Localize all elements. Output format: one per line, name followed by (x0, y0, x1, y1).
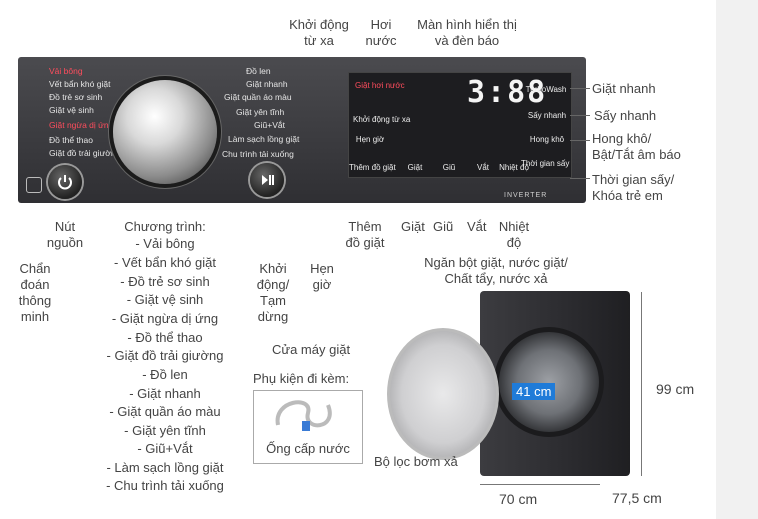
time-readout: 3:88 (467, 75, 548, 110)
quick-dry-label: Sấy nhanh (594, 108, 657, 123)
depth-dim: 77,5 cm (612, 490, 662, 506)
program-item: - Đồ thể thao (127, 330, 203, 345)
panel-program-giu-vat: Giũ+Vắt (254, 120, 285, 130)
leader-line (570, 140, 590, 141)
panel-program-tre-so-sinh: Đồ trẻ sơ sinh (49, 92, 103, 102)
height-dim: 99 cm (656, 381, 695, 397)
rinse-label: Giũ (433, 219, 454, 234)
leader-line (570, 88, 590, 89)
panel-program-giat-nhanh: Giặt nhanh (246, 79, 288, 89)
quick-wash-label: Giặt nhanh (592, 81, 656, 96)
side-panel (716, 0, 758, 519)
filter-label: Bộ lọc bơm xả (374, 454, 458, 469)
detergent-label: Ngăn bột giặt, nước giặt/ Chất tẩy, nước… (424, 255, 568, 286)
panel-program-ngua-di-ung: Giặt ngừa dị ứng (49, 120, 114, 130)
drum (494, 327, 604, 437)
width-dim-line (480, 484, 600, 485)
program-item: - Đồ len (142, 367, 188, 382)
wash-label: Giặt (401, 219, 425, 234)
drying-button[interactable]: Hong khô (529, 135, 565, 144)
spin-label: Vắt (467, 219, 487, 234)
panel-program-tai-xuong: Chu trình tải xuống (222, 149, 294, 159)
display-label: Màn hình hiển thị và đèn báo (417, 17, 517, 48)
leader-line (570, 115, 590, 116)
power-button[interactable] (48, 165, 82, 199)
drying-alarm-label: Hong khô/ Bật/Tắt âm báo (592, 131, 681, 162)
temperature-label: Nhiệt độ (498, 219, 530, 250)
panel-program-trai-giuong: Giặt đồ trải giường (49, 148, 121, 158)
accessory-box: Ống cấp nước (253, 390, 363, 464)
display-screen: Giặt hơi nước Khởi động từ xa Hẹn giờ 3:… (348, 72, 572, 178)
timer-button[interactable]: Hẹn giờ (355, 135, 385, 144)
steam-button[interactable]: Giặt hơi nước (355, 81, 405, 90)
add-wash-button[interactable]: Thêm đồ giặt (349, 163, 396, 172)
door-label: Cửa máy giặt (272, 342, 351, 357)
programs-title: Chương trình: (124, 219, 206, 234)
panel-program-do-len: Đồ len (246, 66, 271, 76)
program-dial[interactable] (113, 80, 217, 184)
turbowash-button[interactable]: TurboWash (525, 85, 567, 94)
program-item: - Giặt ngừa dị ứng (111, 311, 219, 326)
smart-diagnosis-icon[interactable] (26, 177, 42, 193)
program-item: - Chu trình tải xuống (106, 478, 224, 493)
accessory-label: Phụ kiện đi kèm: (253, 371, 350, 386)
panel-program-ve-sinh: Giặt vệ sinh (49, 105, 94, 115)
program-item: - Giặt vệ sinh (126, 292, 204, 307)
program-item: - Vết bẩn khó giặt (114, 255, 216, 270)
inverter-logo: INVERTER (504, 192, 548, 199)
machine-door (387, 328, 499, 460)
temperature-button[interactable]: Nhiệt độ (499, 163, 529, 172)
rinse-button[interactable]: Giũ (442, 163, 456, 172)
panel-program-yen-tinh: Giặt yên tĩnh (236, 107, 285, 117)
hose-label: Ống cấp nước (266, 441, 350, 456)
remote-start-button[interactable]: Khởi động từ xa (353, 115, 411, 124)
panel-program-vet-ban: Vết bẩn khó giặt (49, 79, 111, 89)
program-item: - Giặt đồ trải giường (106, 348, 224, 363)
program-item: - Giặt yên tĩnh (124, 423, 206, 438)
drum-size-label: 41 cm (512, 383, 556, 400)
program-item: - Giặt nhanh (129, 386, 201, 401)
panel-program-the-thao: Đồ thể thao (49, 135, 93, 145)
dry-time-button[interactable]: Thời gian sấy (521, 159, 570, 168)
smart-diagnosis-label: Chẩn đoán thông minh (18, 261, 52, 324)
dry-time-label: Thời gian sấy/ Khóa trẻ em (592, 172, 675, 203)
add-wash-label: Thêm đồ giặt (345, 219, 385, 250)
program-item: - Đồ trẻ sơ sinh (120, 274, 210, 289)
hose-icon (275, 400, 332, 431)
steam-label: Hơi nước (365, 17, 397, 48)
program-item: - Giũ+Vắt (137, 441, 193, 456)
start-pause-label: Khởi động/ Tạm dừng (256, 261, 290, 324)
panel-program-vai-bong: Vải bông (49, 66, 83, 76)
timer-label: Hẹn giờ (310, 261, 334, 292)
program-item: - Vải bông (135, 236, 195, 251)
quick-dry-button[interactable]: Sấy nhanh (527, 111, 567, 120)
panel-program-quan-ao-mau: Giặt quần áo màu (224, 92, 292, 102)
start-pause-button[interactable] (250, 163, 284, 197)
spin-button[interactable]: Vắt (476, 163, 489, 172)
width-dim: 70 cm (499, 491, 538, 507)
power-icon (58, 175, 72, 190)
leader-line (570, 178, 590, 179)
wash-button[interactable]: Giặt (407, 163, 423, 172)
program-item: - Làm sạch lồng giặt (106, 460, 224, 475)
height-dim-line (641, 292, 642, 476)
power-label: Nút nguồn (46, 219, 84, 250)
remote-start-label: Khởi động từ xa (289, 17, 349, 48)
panel-program-long-giat: Làm sạch lồng giặt (228, 134, 300, 144)
program-item: - Giặt quần áo màu (109, 404, 221, 419)
play-pause-icon (262, 175, 274, 185)
